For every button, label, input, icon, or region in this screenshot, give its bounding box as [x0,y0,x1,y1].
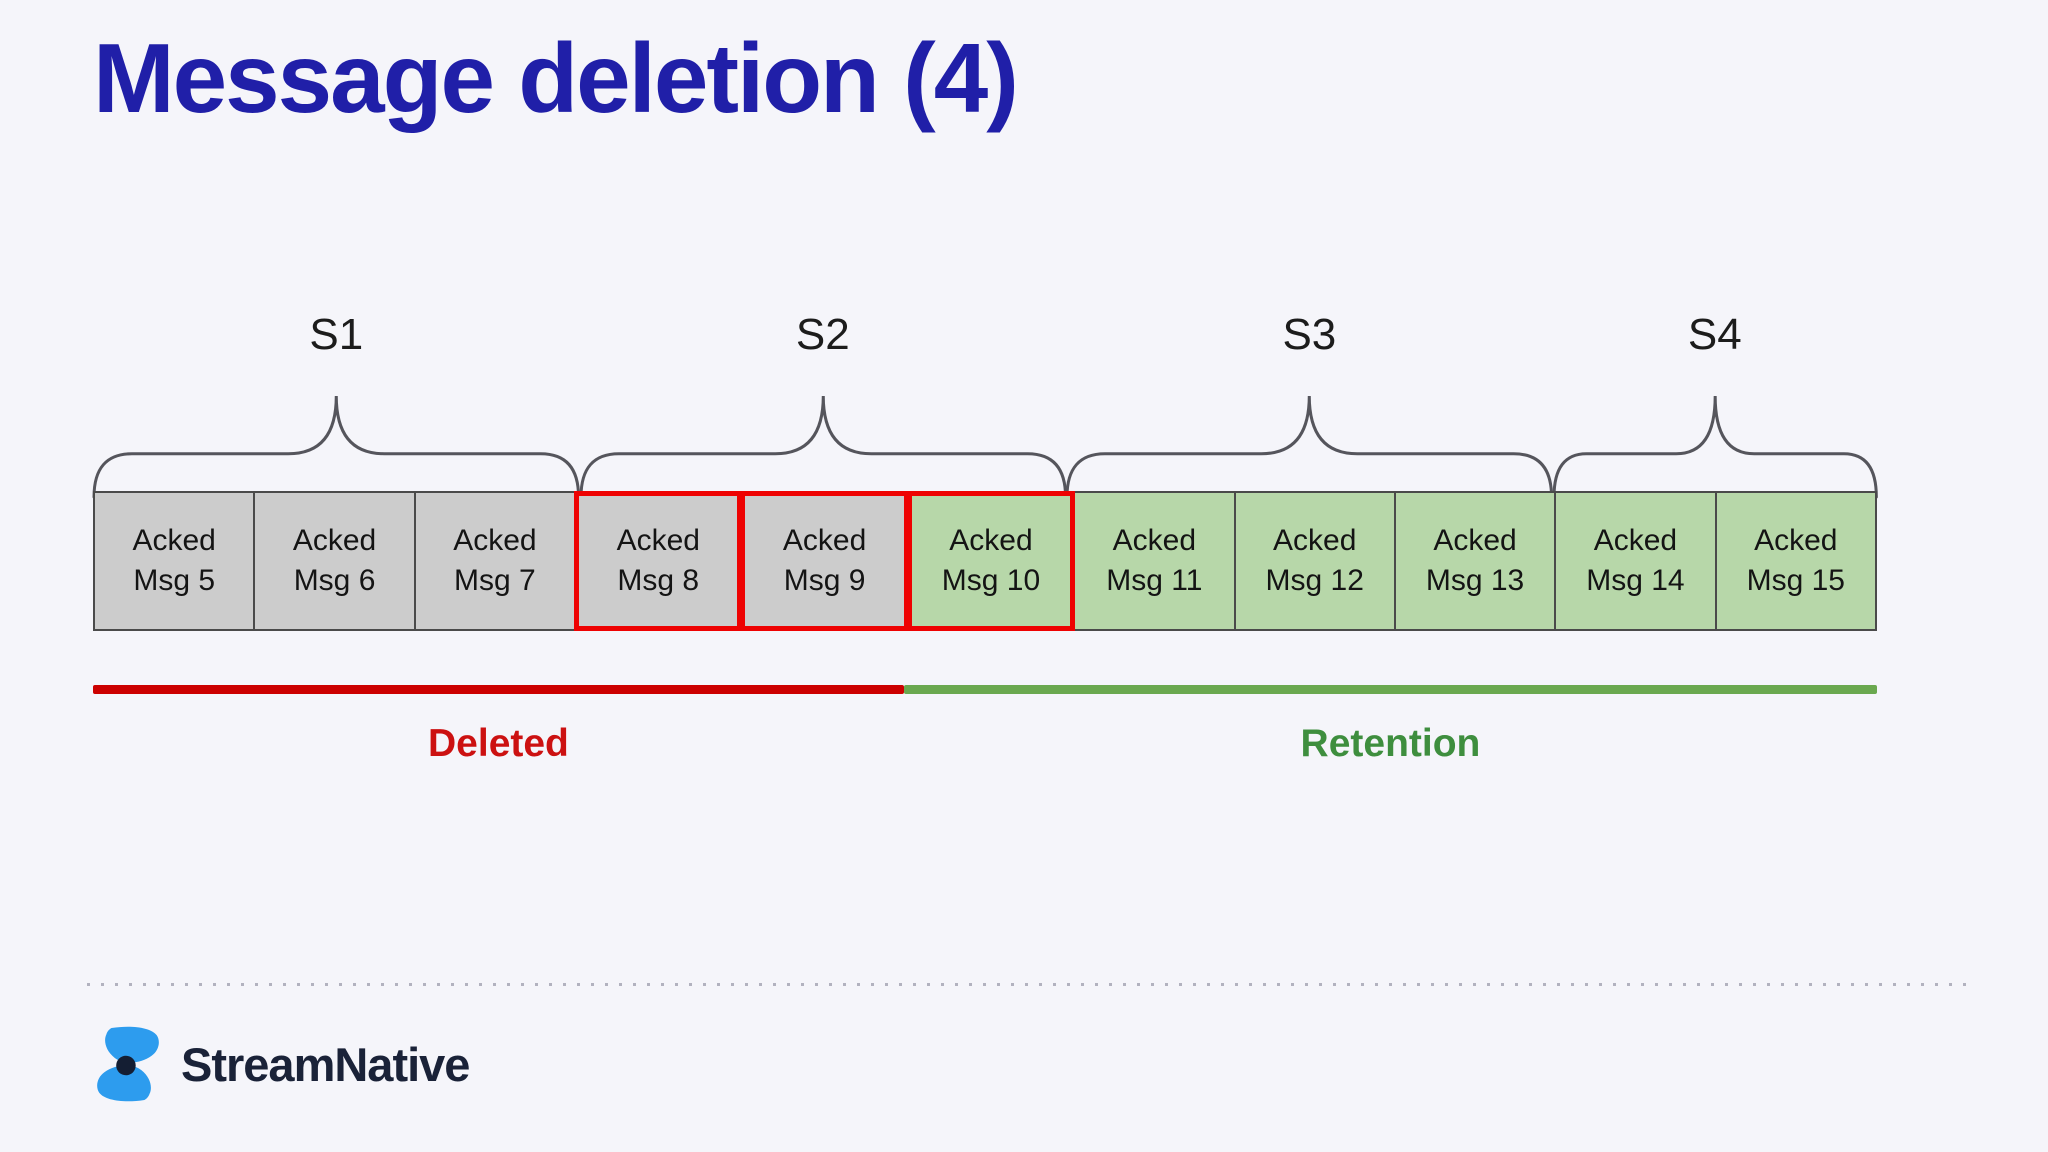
segment: S1 [92,300,581,499]
message-box: Acked Msg 5 [93,491,256,631]
message-line2: Msg 12 [1265,564,1364,597]
retention-line [903,685,1877,694]
message-line2: Msg 7 [454,564,536,597]
dotted-divider [87,983,1977,986]
message-box: Acked Msg 12 [1233,491,1396,631]
segment: S2 [579,300,1067,499]
message-line1: Acked [453,523,537,557]
message-box: Acked Msg 8 [574,491,743,631]
message-line1: Acked [1433,523,1517,557]
message-line1: Acked [616,523,700,557]
deleted-line [93,685,904,694]
message-line2: Msg 10 [941,564,1041,597]
segment-label: S4 [1687,310,1742,359]
retention-label: Retention [1300,722,1481,765]
curly-brace-icon [1552,395,1878,499]
message-line2: Msg 13 [1425,564,1525,597]
message-line2: Msg 15 [1746,564,1845,597]
message-line1: Acked [1754,523,1838,557]
status-underline [93,685,1877,694]
message-box: Acked Msg 11 [1073,491,1236,631]
message-line1: Acked [1593,523,1678,557]
message-deletion-diagram: S1 S2 S3 S4 Acked Msg 5 Acked Msg 6 Acke… [92,300,1878,768]
deleted-label: Deleted [428,722,569,765]
curly-brace-icon [579,395,1067,499]
message-line1: Acked [292,523,377,557]
segments-row: S1 S2 S3 S4 [92,300,1878,499]
message-line1: Acked [1273,523,1357,557]
page-title: Message deletion (4) [93,23,1019,133]
streamnative-logo-icon [97,1026,159,1102]
message-box: Acked Msg 13 [1393,491,1557,631]
message-box: Acked Msg 10 [906,491,1076,631]
message-line2: Msg 9 [783,564,866,597]
message-line1: Acked [949,523,1033,557]
footer-brand: StreamNative [95,1026,470,1102]
curly-brace-icon [1065,395,1554,499]
segment: S3 [1065,300,1554,499]
status-captions: Deleted Retention [93,720,1877,768]
message-line1: Acked [782,523,867,557]
message-line2: Msg 8 [617,564,700,597]
deleted-caption-cell: Deleted [93,720,904,768]
message-box: Acked Msg 15 [1714,491,1877,631]
message-box: Acked Msg 14 [1554,491,1717,631]
message-line2: Msg 5 [133,564,216,597]
message-box: Acked Msg 6 [253,491,416,631]
message-line2: Msg 11 [1106,564,1203,597]
message-line1: Acked [132,523,216,557]
brand-name: StreamNative [181,1037,470,1091]
message-box: Acked Msg 9 [740,491,909,631]
message-line2: Msg 6 [293,564,376,597]
message-line2: Msg 14 [1586,564,1685,597]
message-boxes-row: Acked Msg 5 Acked Msg 6 Acked Msg 7 Acke… [93,491,1877,631]
segment-label: S3 [1282,310,1337,359]
segment: S4 [1552,300,1878,499]
segment-label: S1 [309,310,364,359]
retention-caption-cell: Retention [904,720,1877,768]
segment-label: S2 [795,310,850,359]
message-line1: Acked [1112,523,1197,557]
curly-brace-icon [92,395,581,499]
message-box: Acked Msg 7 [413,491,577,631]
